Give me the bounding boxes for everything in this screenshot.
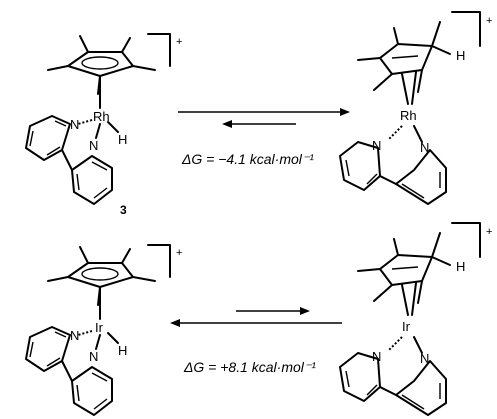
metal-label: Rh: [93, 109, 110, 124]
free-energy-label: ΔG = −4.1 kcal·mol⁻¹: [181, 151, 314, 167]
hydride-label: H: [456, 259, 465, 274]
charge-label: +: [176, 247, 182, 259]
charge-label: +: [486, 226, 492, 238]
bottom-right-complex: H Ir N N +: [339, 222, 492, 416]
hydride-label: H: [118, 132, 127, 147]
bottom-left-complex: Ir H N N +: [25, 244, 182, 416]
metal-label: Rh: [400, 108, 417, 123]
metal-label: Ir: [402, 319, 411, 334]
nitrogen-label: N: [372, 349, 381, 364]
nitrogen-label: N: [420, 140, 429, 155]
charge-label: +: [486, 15, 492, 27]
top-right-complex: H Rh N N +: [339, 11, 492, 205]
hydride-label: H: [118, 343, 127, 358]
nitrogen-label: N: [372, 138, 381, 153]
compound-label: 3: [120, 203, 127, 217]
free-energy-label: ΔG = +8.1 kcal·mol⁻¹: [183, 359, 316, 375]
charge-label: +: [176, 36, 182, 48]
equilibrium-arrows: [178, 108, 350, 128]
nitrogen-label: N: [70, 328, 79, 343]
nitrogen-label: N: [420, 351, 429, 366]
nitrogen-label: N: [70, 117, 79, 132]
top-left-complex: Rh H N N + 3: [25, 33, 182, 217]
nitrogen-label: N: [89, 138, 98, 153]
nitrogen-label: N: [89, 349, 98, 364]
hydride-label: H: [456, 48, 465, 63]
metal-label: Ir: [95, 320, 104, 335]
equilibrium-arrows: [170, 307, 342, 327]
